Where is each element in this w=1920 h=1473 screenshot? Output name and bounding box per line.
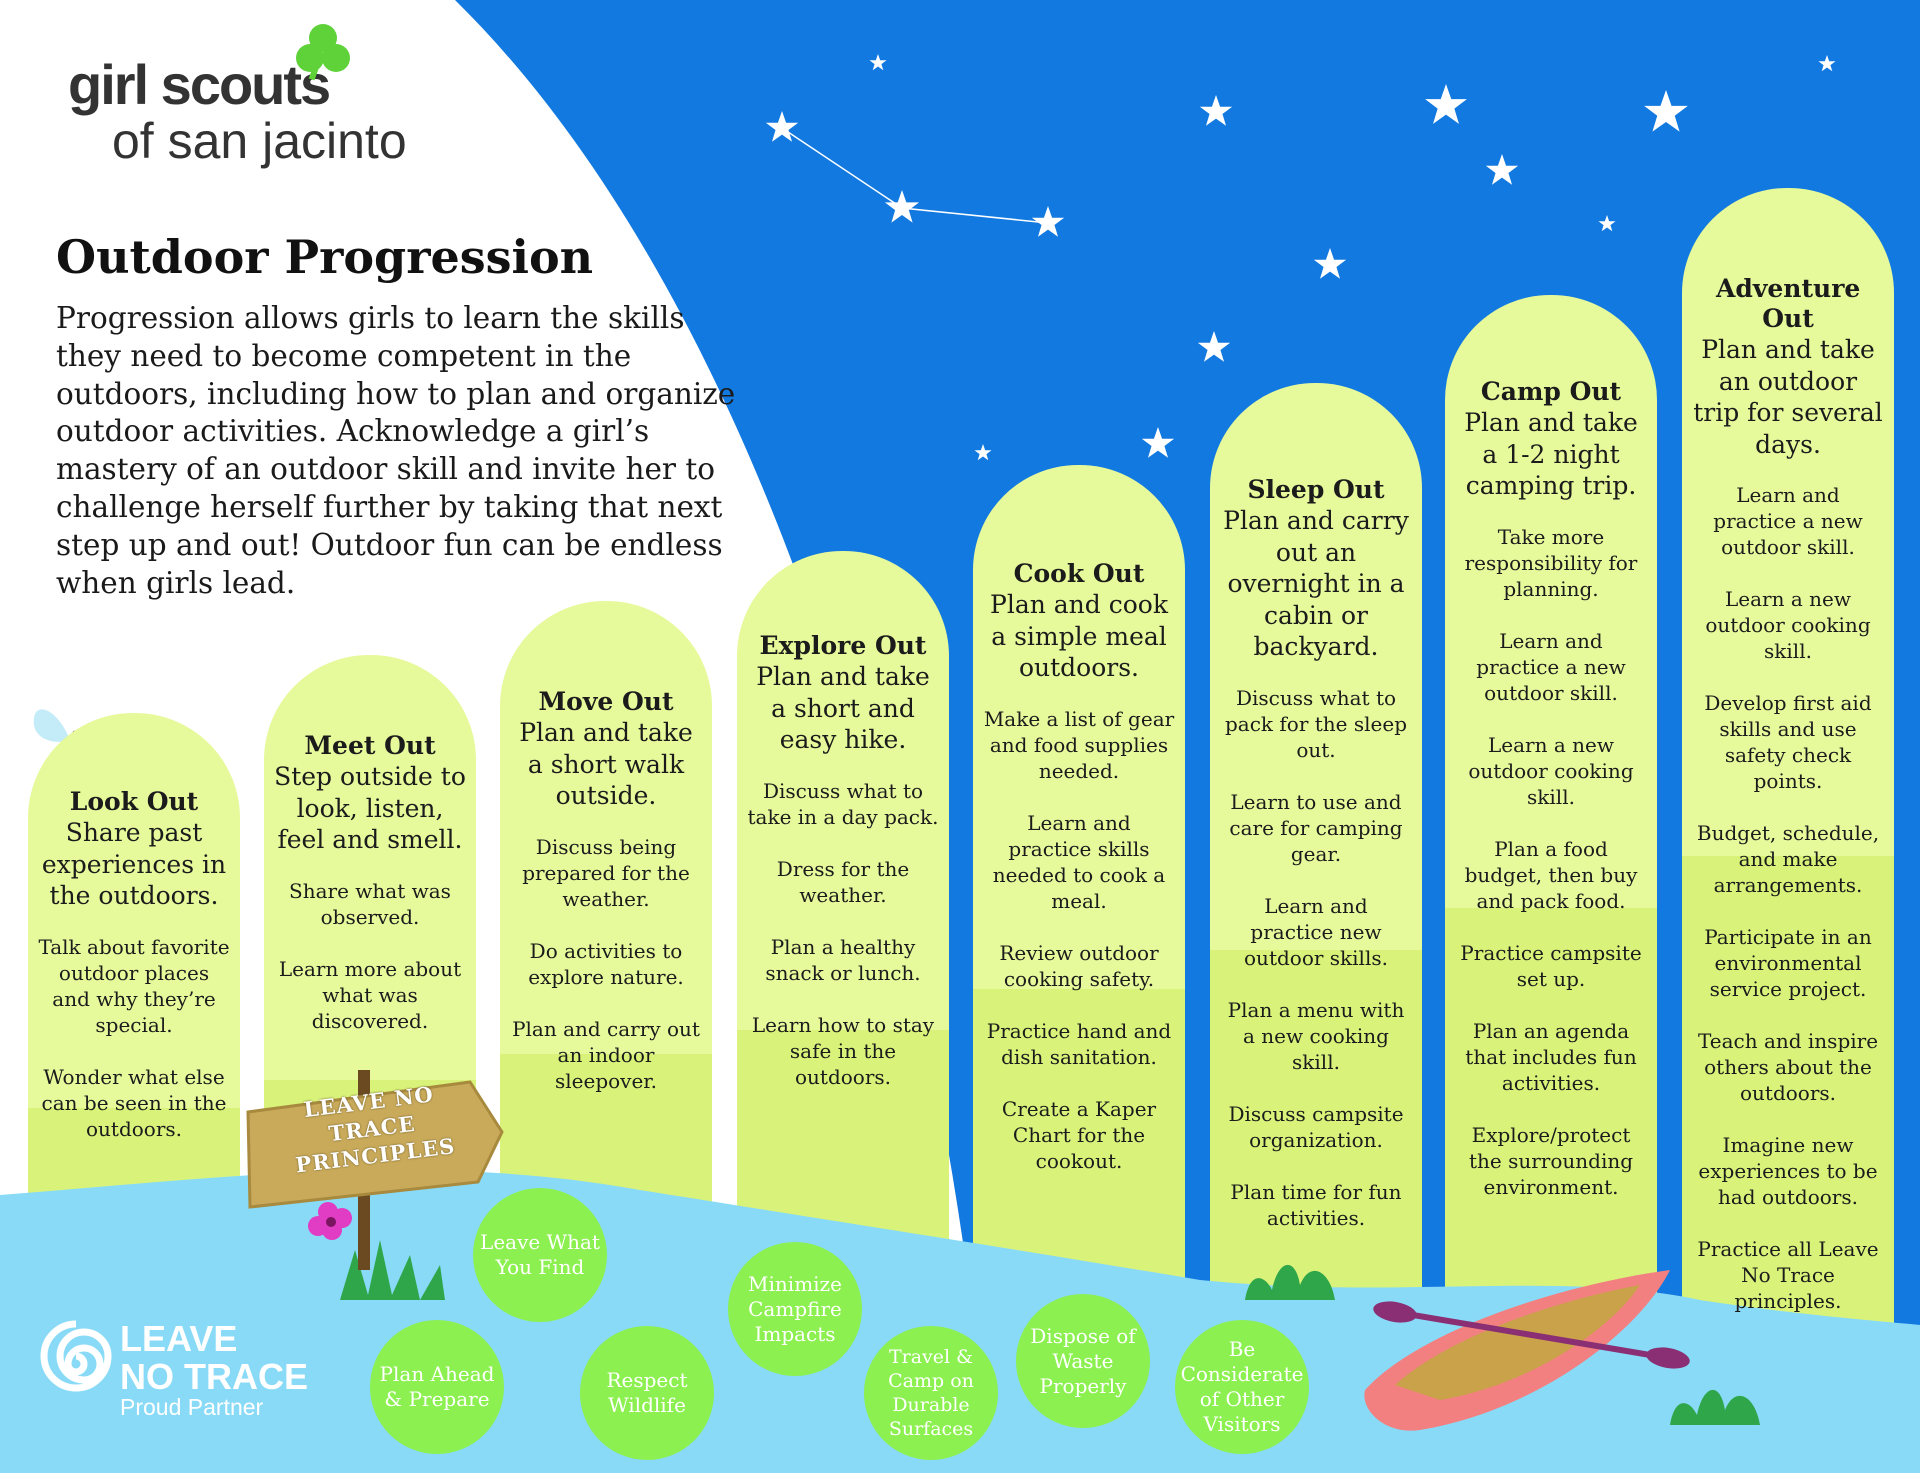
pillar-step: Learn a new outdoor cooking skill. — [1705, 587, 1871, 663]
pillar-step: Take more responsibility for planning. — [1464, 524, 1638, 601]
logo-council-name: of san jacinto — [112, 113, 407, 169]
leave-no-trace-sign — [246, 1080, 504, 1209]
star-icon — [1818, 55, 1836, 72]
pillar-step: Learn a new outdoor cooking skill. — [1468, 732, 1634, 809]
leave-no-trace-tagline: Proud Partner — [120, 1394, 264, 1420]
pillar-step: Create a Kaper Chart for the cookout. — [1001, 1096, 1157, 1173]
star-icon — [884, 190, 920, 223]
pillar-step: Talk about favorite outdoor places and w… — [38, 934, 230, 1037]
pillar-step: Plan a food budget, then buy and pack fo… — [1464, 836, 1638, 913]
star-icon — [765, 111, 799, 142]
star-icon — [1313, 248, 1347, 279]
pillar-step: Discuss what to pack for the sleep out. — [1224, 685, 1407, 762]
principle-be-considerate: Be Considerate of Other Visitors — [1175, 1320, 1309, 1454]
pillar-title: Look Out — [69, 787, 199, 816]
pillar-step: Budget, schedule, and make arrangements. — [1696, 821, 1880, 897]
pillar-step: Learn more about what was discovered. — [278, 956, 462, 1033]
principle-leave-what-you-find: Leave What You Find — [473, 1188, 607, 1322]
pillar-step: Explore/protect the surrounding environm… — [1468, 1122, 1634, 1199]
pillar-step: Practice campsite set up. — [1460, 940, 1642, 991]
pillar-step: Plan a menu with a new cooking skill. — [1227, 997, 1405, 1074]
pillar-step: Learn and practice new outdoor skills. — [1244, 893, 1388, 970]
star-icon — [1031, 206, 1065, 237]
pillar-title: Adventure Out — [1716, 274, 1861, 333]
pillar-title: Explore Out — [759, 631, 927, 660]
pillar-adventure-out: Adventure Out Plan and take an outdoor t… — [1682, 188, 1894, 1473]
pillar-step: Learn to use and care for camping gear. — [1229, 789, 1403, 866]
pillar-title: Cook Out — [1013, 559, 1145, 588]
pillar-step: Practice hand and dish sanitation. — [986, 1018, 1172, 1069]
pillar-step: Learn and practice skills needed to cook… — [992, 810, 1166, 913]
lnt-line1: LEAVE — [120, 1318, 238, 1359]
star-icon — [869, 54, 887, 71]
pillar-step: Make a list of gear and food supplies ne… — [983, 706, 1175, 783]
page-title: Outdoor Progression — [56, 230, 594, 284]
star-icon — [1425, 84, 1467, 124]
pillar-step: Share what was observed. — [289, 878, 451, 929]
pillar-step: Learn and practice a new outdoor skill. — [1476, 628, 1626, 705]
pillar-step: Plan an agenda that includes fun activit… — [1465, 1018, 1637, 1095]
principle-minimize-campfire: Minimize Campfire Impacts — [728, 1242, 862, 1376]
logo-wordmark: girl scouts — [68, 53, 331, 116]
canoe-icon — [1364, 1270, 1690, 1431]
star-icon — [1199, 95, 1233, 126]
leave-no-trace-logo-text: LEAVE NO TRACE — [120, 1320, 308, 1396]
pillar-subtitle: Plan and cook a simple meal outdoors. — [990, 590, 1168, 682]
pillar-subtitle: Plan and take a 1-2 night camping trip. — [1464, 408, 1638, 500]
principle-travel-camp-durable: Travel & Camp on Durable Surfaces — [864, 1326, 998, 1460]
pillar-step: Participate in an environmental service … — [1704, 925, 1872, 1001]
pillar-subtitle: Plan and carry out an overnight in a cab… — [1223, 506, 1409, 661]
pillar-step: Learn how to stay safe in the outdoors. — [751, 1012, 935, 1089]
pillar-step: Teach and inspire others about the outdo… — [1697, 1029, 1879, 1105]
pillar-title: Sleep Out — [1247, 475, 1385, 504]
stars — [765, 54, 1836, 461]
pillar-title: Move Out — [538, 687, 674, 716]
pillar-step: Plan and carry out an indoor sleepover. — [512, 1016, 700, 1093]
pillar-step: Discuss being prepared for the weather. — [522, 834, 690, 911]
lnt-line2: NO TRACE — [120, 1356, 308, 1397]
pillar-subtitle: Share past experiences in the outdoors. — [41, 818, 227, 910]
star-icon — [1197, 331, 1231, 362]
pillar-title: Camp Out — [1480, 377, 1622, 406]
leave-no-trace-swirl-icon — [40, 1320, 112, 1392]
pillar-step: Imagine new experiences to be had outdoo… — [1698, 1133, 1878, 1209]
pillar-step: Learn and practice a new outdoor skill. — [1713, 483, 1863, 559]
pillar-title: Meet Out — [304, 731, 436, 760]
star-icon — [1485, 154, 1519, 185]
star-icon — [1141, 427, 1175, 458]
principle-respect-wildlife: Respect Wildlife — [580, 1326, 714, 1460]
pillar-step: Practice all Leave No Trace principles. — [1697, 1237, 1879, 1313]
principle-dispose-waste: Dispose of Waste Properly — [1016, 1294, 1150, 1428]
star-icon — [1598, 215, 1616, 232]
pillar-step: Dress for the weather. — [776, 856, 910, 907]
pillar-step: Discuss what to take in a day pack. — [747, 778, 939, 829]
pillar-step: Develop first aid skills and use safety … — [1704, 691, 1872, 793]
grass-icon — [340, 1240, 1760, 1425]
pillar-step: Do activities to explore nature. — [528, 938, 684, 989]
principle-plan-ahead: Plan Ahead & Prepare — [370, 1320, 504, 1454]
star-icon — [1644, 90, 1688, 132]
pillar-subtitle: Step outside to look, listen, feel and s… — [274, 762, 466, 854]
pillar-step: Discuss campsite organization. — [1228, 1101, 1404, 1152]
pillar-step: Wonder what else can be seen in the outd… — [41, 1064, 227, 1141]
pillar-step: Plan time for fun activities. — [1230, 1179, 1402, 1230]
pillar-subtitle: Plan and take a short and easy hike. — [756, 662, 930, 754]
pillar-subtitle: Plan and take an outdoor trip for severa… — [1693, 335, 1883, 459]
star-icon — [974, 444, 992, 461]
pillar-subtitle: Plan and take a short walk outside. — [519, 718, 693, 810]
pillar-step: Review outdoor cooking safety. — [999, 940, 1159, 991]
intro-paragraph: Progression allows girls to learn the sk… — [56, 301, 736, 600]
pillar-step: Plan a healthy snack or lunch. — [765, 934, 921, 985]
trefoil-icon — [296, 24, 350, 81]
flower-icon — [308, 1202, 352, 1240]
